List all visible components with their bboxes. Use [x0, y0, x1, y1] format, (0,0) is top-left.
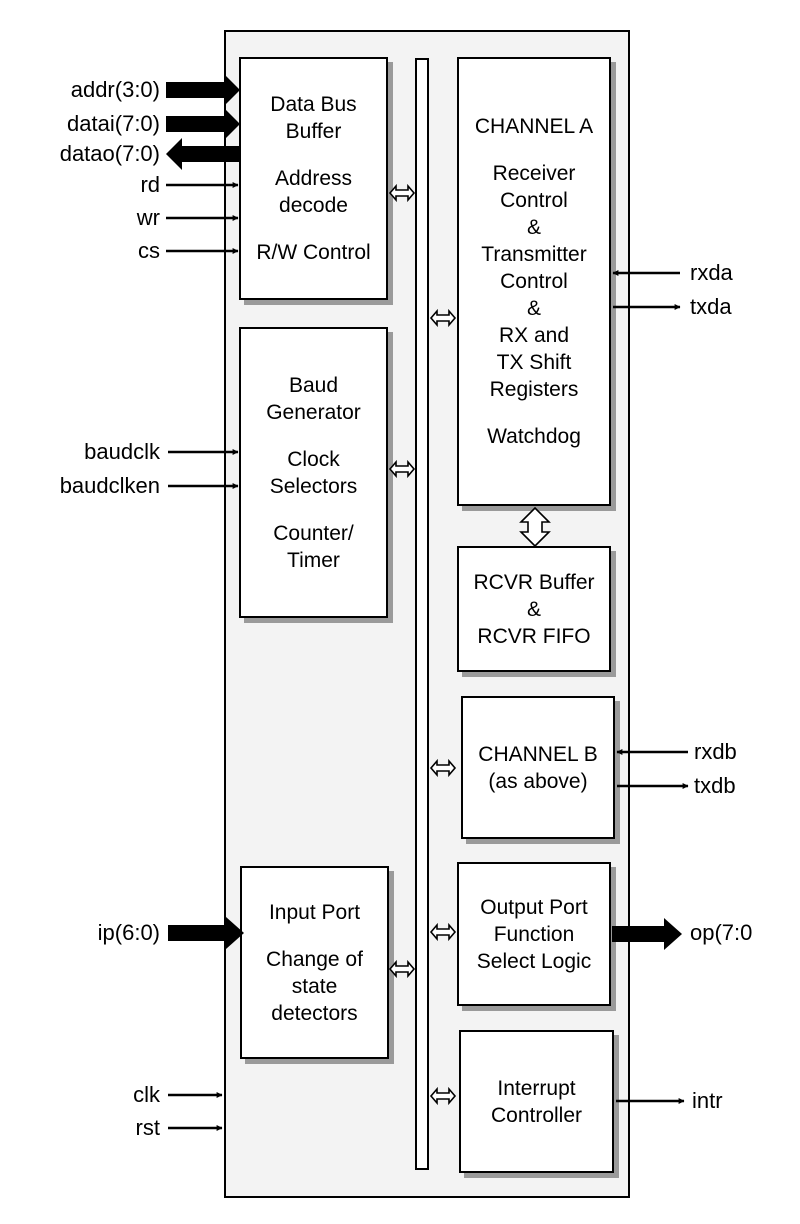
block-line-text: Timer — [287, 548, 340, 572]
block-line-text: Control — [500, 270, 568, 293]
block-line-text: Select Logic — [476, 949, 592, 973]
block-line-text: & — [526, 597, 541, 621]
block-line-text: CHANNEL B — [478, 742, 598, 766]
rcvr-buffer-block: RCVR Buffer & RCVR FIFO — [457, 546, 611, 672]
block-line-text: Baud — [288, 373, 339, 397]
bus-link-input-port — [388, 959, 416, 979]
block-line-text: Watchdog — [487, 425, 581, 448]
block-line-text: Buffer — [285, 120, 342, 143]
block-line-text: detectors — [271, 1001, 358, 1025]
block-line-text: Controller — [490, 1103, 583, 1127]
bus-link-channel-a — [429, 308, 457, 328]
op-bus-arrow — [612, 918, 682, 950]
pin-op: op(7:0 — [690, 920, 753, 945]
block-line-text: RCVR FIFO — [477, 624, 591, 648]
bus-link-data-bus-buffer — [388, 183, 416, 203]
block-line-text: Address — [274, 167, 353, 190]
block-line-text: RCVR Buffer — [473, 570, 595, 594]
pin-rd: rd — [140, 172, 160, 197]
block-line-text: Output Port — [480, 895, 588, 919]
datao-bus-arrow — [166, 138, 240, 170]
block-line-text: Interrupt — [497, 1076, 576, 1100]
channel-b-block: CHANNEL B (as above) — [461, 696, 615, 839]
block-line-text: state — [291, 974, 338, 998]
block-line-text: (as above) — [488, 769, 588, 793]
pin-addr: addr(3:0) — [70, 77, 160, 102]
bus-link-channel-b — [429, 758, 457, 778]
channel-a-rcvr-link — [519, 506, 551, 548]
block-line-text: decode — [279, 194, 348, 217]
block-line-text: Counter/ — [273, 521, 354, 545]
datai-bus-arrow — [166, 108, 240, 140]
pin-rxdb: rxdb — [694, 739, 737, 764]
pin-rxda: rxda — [690, 260, 733, 285]
block-line-text: & — [526, 297, 541, 320]
block-line-text: Selectors — [269, 474, 358, 498]
block-line-text: Data Bus — [270, 93, 357, 116]
pin-txdb: txdb — [694, 773, 736, 798]
block-line-text: TX Shift — [496, 351, 572, 374]
ip-bus-arrow — [168, 917, 244, 949]
pin-ip: ip(6:0) — [97, 920, 160, 945]
block-line-text: CHANNEL A — [474, 115, 594, 138]
internal-data-bus — [415, 58, 429, 1170]
pin-txda: txda — [690, 294, 732, 319]
block-line-text: Function — [493, 922, 575, 946]
block-line-text: Transmitter — [481, 243, 587, 266]
block-line-text: Change of — [266, 947, 363, 971]
block-line-text: Clock — [287, 447, 340, 471]
block-line-text: RX and — [498, 324, 570, 347]
block-line-text: Control — [500, 189, 568, 212]
pin-datai: datai(7:0) — [67, 111, 160, 136]
pin-intr: intr — [692, 1088, 723, 1113]
bus-link-output-port — [429, 922, 457, 942]
block-line-text: Registers — [489, 378, 579, 401]
block-line-text: & — [526, 216, 541, 239]
pin-baudclk: baudclk — [84, 439, 160, 464]
pin-clk: clk — [133, 1082, 160, 1107]
bus-link-baud-generator — [388, 459, 416, 479]
block-line-text: Receiver — [492, 162, 576, 185]
bus-connectors — [388, 183, 551, 1106]
block-line-text: R/W Control — [256, 241, 371, 264]
addr-bus-arrow — [166, 74, 240, 106]
pin-rst: rst — [135, 1115, 160, 1140]
pin-wr: wr — [136, 205, 160, 230]
block-line-text: Generator — [266, 400, 361, 424]
input-signal-arrows — [166, 74, 682, 950]
block-line-text: Input Port — [268, 900, 361, 924]
bus-link-interrupt-controller — [429, 1086, 457, 1106]
pin-baudclken: baudclken — [59, 473, 160, 498]
pin-cs: cs — [138, 238, 160, 263]
pin-datao: datao(7:0) — [59, 141, 160, 166]
